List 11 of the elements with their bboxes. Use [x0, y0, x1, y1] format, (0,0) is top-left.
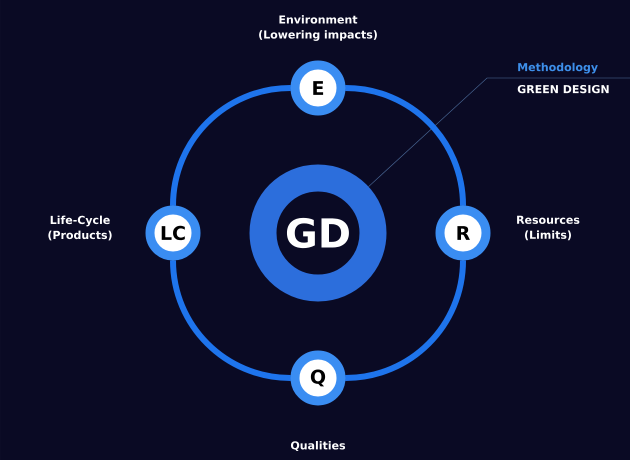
- caption-text: Qualities: [290, 441, 346, 451]
- leader-line: [368, 78, 516, 187]
- ring-arc: [345, 260, 466, 381]
- ring-arc: [170, 260, 291, 381]
- caption-text: Life-Cycle (Products): [48, 216, 112, 240]
- caption-text: Environment (Lowering impacts): [259, 15, 377, 41]
- ring-arc: [170, 85, 291, 206]
- caption-text: Resources (Limits): [517, 216, 580, 240]
- ring-arc: [345, 85, 466, 206]
- center-ring: GD: [250, 164, 386, 302]
- callout-text: Methodology GREEN DESIGN: [518, 62, 609, 94]
